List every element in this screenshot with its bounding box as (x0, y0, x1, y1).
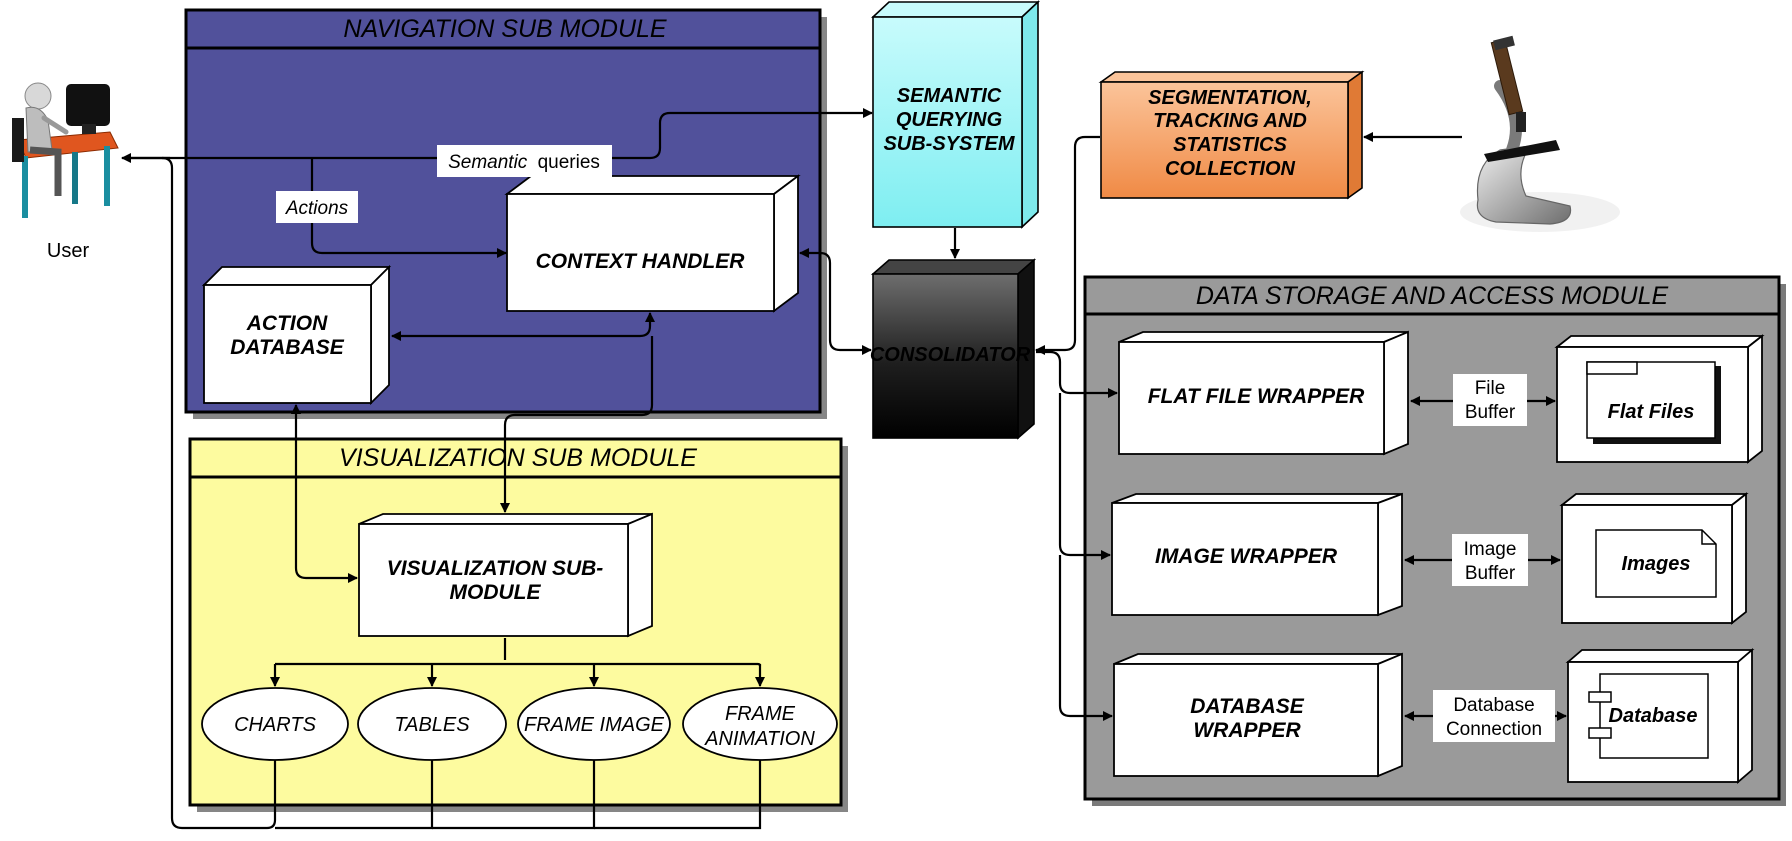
frame-image-label: FRAME IMAGE (524, 714, 665, 736)
database-wrapper-label-1: DATABASE (1190, 695, 1305, 718)
user-label: User (47, 240, 90, 262)
consolidator-label: CONSOLIDATOR (870, 344, 1031, 366)
svg-text:Semantic queries: Semantic queries (448, 152, 600, 173)
actions-arrow (310, 158, 507, 258)
visualization-submodule-box[interactable]: VISUALIZATION SUB- MODULE (358, 512, 653, 638)
segmentation-label-1: SEGMENTATION, (1148, 87, 1312, 109)
microscope-icon (1460, 35, 1620, 232)
image-buffer-label-1: Image (1464, 539, 1517, 560)
database-label: Database (1609, 705, 1698, 727)
segmentation-label-2: TRACKING AND (1153, 110, 1307, 132)
consolidator-image-arrow (1058, 393, 1111, 560)
flat-file-wrapper-box[interactable]: FLAT FILE WRAPPER (1118, 330, 1409, 456)
context-action-arrow (391, 312, 655, 341)
folder-icon: Flat Files (1586, 361, 1721, 444)
action-database-label-1: ACTION (246, 312, 328, 335)
frame-animation-label-1: FRAME (725, 703, 796, 725)
connectors (121, 108, 1567, 830)
frame-animation-return (594, 760, 762, 830)
charts-output[interactable]: CHARTS (201, 687, 349, 761)
image-buffer-tag: Image Buffer (1452, 534, 1528, 586)
file-buffer-tag: File Buffer (1453, 374, 1527, 426)
semantic-queries-tag: Semantic queries (437, 145, 612, 177)
tables-label: TABLES (394, 714, 470, 736)
context-handler-label: CONTEXT HANDLER (536, 250, 746, 273)
image-wrapper-label: IMAGE WRAPPER (1155, 545, 1338, 568)
semantic-querying-label-2: QUERYING (896, 109, 1002, 131)
semantic-queries-arrow (124, 108, 873, 160)
consolidator-database-arrow (1058, 555, 1113, 721)
flat-file-wrapper-label: FLAT FILE WRAPPER (1148, 385, 1365, 408)
user-figure[interactable]: User (12, 82, 119, 262)
data-storage-title: DATA STORAGE AND ACCESS MODULE (1196, 282, 1669, 310)
action-database-box[interactable]: ACTION DATABASE (201, 264, 392, 406)
context-visualization-arrow (500, 336, 654, 513)
database-connection-label-2: Connection (1446, 719, 1542, 740)
consolidator-flat-file-arrow (1036, 350, 1118, 398)
visualization-submodule-label-2: MODULE (450, 581, 542, 604)
semantic-queries-italic: Semantic (448, 152, 528, 173)
database-box[interactable]: Database (1565, 648, 1755, 784)
database-connection-label-1: Database (1453, 695, 1534, 716)
visualization-submodule-label-1: VISUALIZATION SUB- (387, 557, 604, 580)
outputs-return-path (161, 156, 277, 830)
frame-image-output[interactable]: FRAME IMAGE (517, 687, 671, 761)
file-buffer-label-1: File (1475, 378, 1506, 399)
charts-label: CHARTS (234, 714, 317, 736)
semantic-querying-label-1: SEMANTIC (897, 85, 1002, 107)
segmentation-consolidator-arrow (1035, 135, 1100, 355)
navigation-title: NAVIGATION SUB MODULE (343, 15, 667, 43)
document-icon (1595, 529, 1717, 598)
action-visualization-arrow (291, 404, 358, 583)
actions-label: Actions (285, 198, 349, 219)
image-buffer-label-2: Buffer (1465, 563, 1516, 584)
semantic-queries-rest: queries (538, 152, 600, 173)
flat-files-label: Flat Files (1608, 401, 1695, 423)
semantic-querying-label-3: SUB-SYSTEM (883, 133, 1015, 155)
database-wrapper-box[interactable]: DATABASE WRAPPER (1113, 652, 1403, 778)
flat-files-box[interactable]: Flat Files (1554, 334, 1765, 464)
context-consolidator-arrow (799, 248, 872, 355)
images-label: Images (1622, 553, 1691, 575)
database-wrapper-label-2: WRAPPER (1193, 719, 1301, 742)
consolidator-box[interactable]: CONSOLIDATOR (870, 258, 1037, 440)
user-head-icon (24, 82, 52, 110)
image-wrapper-box[interactable]: IMAGE WRAPPER (1111, 492, 1403, 617)
visualization-title: VISUALIZATION SUB MODULE (339, 444, 697, 472)
tables-output[interactable]: TABLES (357, 687, 507, 761)
action-database-label-2: DATABASE (230, 336, 345, 359)
semantic-querying-box[interactable]: SEMANTIC QUERYING SUB-SYSTEM (870, 0, 1041, 229)
actions-tag: Actions (276, 191, 358, 223)
images-box[interactable]: Images (1559, 492, 1749, 625)
frame-animation-label-2: ANIMATION (704, 728, 815, 750)
file-buffer-label-2: Buffer (1465, 402, 1516, 423)
database-connection-tag: Database Connection (1433, 690, 1555, 742)
frame-animation-output[interactable]: FRAME ANIMATION (682, 687, 838, 761)
segmentation-label-3: STATISTICS (1173, 134, 1287, 156)
component-icon (1588, 673, 1709, 759)
context-handler-box[interactable]: CONTEXT HANDLER (504, 174, 801, 313)
segmentation-label-4: COLLECTION (1165, 158, 1296, 180)
segmentation-box[interactable]: SEGMENTATION, TRACKING AND STATISTICS CO… (1098, 70, 1365, 200)
